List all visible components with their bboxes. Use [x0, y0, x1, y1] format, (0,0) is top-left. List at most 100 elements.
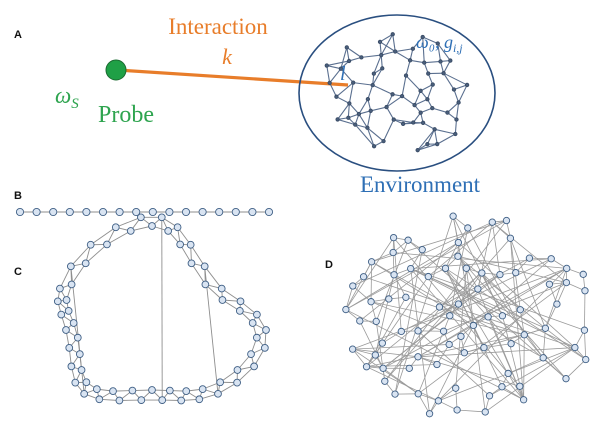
graph-node: [371, 71, 376, 76]
graph-node: [378, 339, 386, 347]
graph-node: [164, 227, 173, 235]
graph-node: [57, 310, 66, 319]
graph-node: [469, 321, 478, 330]
graph-edge: [345, 261, 372, 310]
graph-edge: [340, 47, 348, 69]
graph-node: [385, 295, 393, 303]
graph-node: [198, 385, 207, 393]
graph-node: [217, 284, 226, 293]
graph-node: [370, 82, 375, 88]
graph-edge: [393, 119, 414, 124]
graph-edge: [374, 274, 395, 356]
graph-node: [445, 110, 450, 115]
graph-edge: [412, 36, 424, 50]
graph-edge: [443, 72, 455, 90]
graph-node: [525, 254, 534, 262]
graph-edge: [453, 89, 460, 103]
graph-node: [460, 349, 468, 357]
graph-node: [380, 66, 385, 71]
graph-node: [456, 100, 461, 105]
graph-node: [418, 246, 426, 254]
graph-node: [580, 326, 589, 334]
graph-node: [454, 252, 462, 260]
interaction-symbol: k: [222, 44, 233, 69]
graph-node: [422, 60, 427, 65]
graph-edge: [454, 119, 458, 135]
graph-node: [367, 258, 376, 266]
graph-node: [441, 264, 450, 272]
graph-edge: [370, 301, 444, 332]
graph-edge: [492, 221, 567, 283]
graph-edge: [205, 284, 223, 301]
graph-node: [82, 207, 91, 217]
graph-edge: [329, 82, 337, 97]
graph-node: [148, 386, 156, 394]
interaction-label: Interaction: [168, 14, 268, 39]
graph-node: [248, 319, 257, 327]
graph-edge: [361, 54, 382, 58]
graph-node: [433, 360, 441, 369]
graph-edge: [383, 119, 395, 142]
graph-node: [445, 340, 453, 349]
graph-node: [504, 369, 512, 378]
graph-edge: [394, 216, 454, 395]
graph-edge: [352, 268, 567, 350]
graph-edge: [366, 334, 525, 368]
graph-edge: [422, 122, 435, 130]
probe-frequency-subscript: S: [71, 96, 79, 112]
graph-edge: [417, 143, 438, 151]
graph-edge: [465, 268, 479, 290]
graph-edge: [445, 268, 512, 344]
graph-node: [418, 110, 423, 115]
graph-edge: [424, 60, 441, 64]
graph-node: [115, 396, 124, 405]
graph-node: [67, 362, 76, 371]
graph-edge: [455, 268, 467, 389]
graph-edge: [191, 263, 206, 285]
graph-node: [86, 240, 95, 249]
graph-node: [399, 93, 405, 99]
graph-node: [49, 207, 58, 217]
graph-edge: [491, 222, 501, 275]
graph-edge: [393, 274, 407, 298]
graph-edge: [370, 261, 373, 302]
graph-edge: [367, 127, 384, 142]
graph-node: [410, 46, 416, 51]
graph-node: [372, 317, 380, 326]
graph-edge: [457, 409, 486, 413]
graph-edge: [336, 96, 350, 104]
graph-node: [126, 227, 135, 235]
graph-edge: [477, 222, 493, 290]
graph-node: [381, 377, 389, 385]
graph-edge: [326, 65, 331, 83]
graph-edge: [71, 263, 87, 285]
graph-edge: [457, 255, 567, 283]
graph-node: [512, 268, 520, 277]
graph-edge: [115, 216, 142, 228]
graph-edge: [453, 84, 468, 91]
graph-edge: [326, 65, 342, 70]
graph-edge: [407, 239, 567, 379]
graph-edge: [438, 268, 567, 402]
graph-edge: [382, 367, 419, 395]
graph-node: [115, 207, 124, 217]
graph-edge: [386, 106, 395, 120]
graph-node: [562, 375, 570, 383]
graph-node: [441, 71, 446, 76]
graph-edge: [417, 268, 567, 358]
graph-node: [65, 207, 74, 217]
environment-parameters-subscript: i,j: [453, 41, 463, 55]
graph-node: [71, 378, 80, 387]
panel-a: Interaction k ωS Probe l ω₀, gi,j Enviro…: [55, 14, 496, 197]
graph-node: [563, 264, 571, 273]
graph-node: [362, 363, 371, 371]
graph-node: [485, 392, 494, 400]
graph-node: [233, 378, 241, 387]
graph-edge: [366, 110, 372, 128]
graph-node: [128, 386, 137, 395]
graph-node: [457, 332, 465, 341]
graph-node: [67, 262, 75, 271]
graph-edge: [353, 82, 373, 86]
graph-edge: [422, 36, 425, 63]
graph-edge: [434, 128, 456, 135]
